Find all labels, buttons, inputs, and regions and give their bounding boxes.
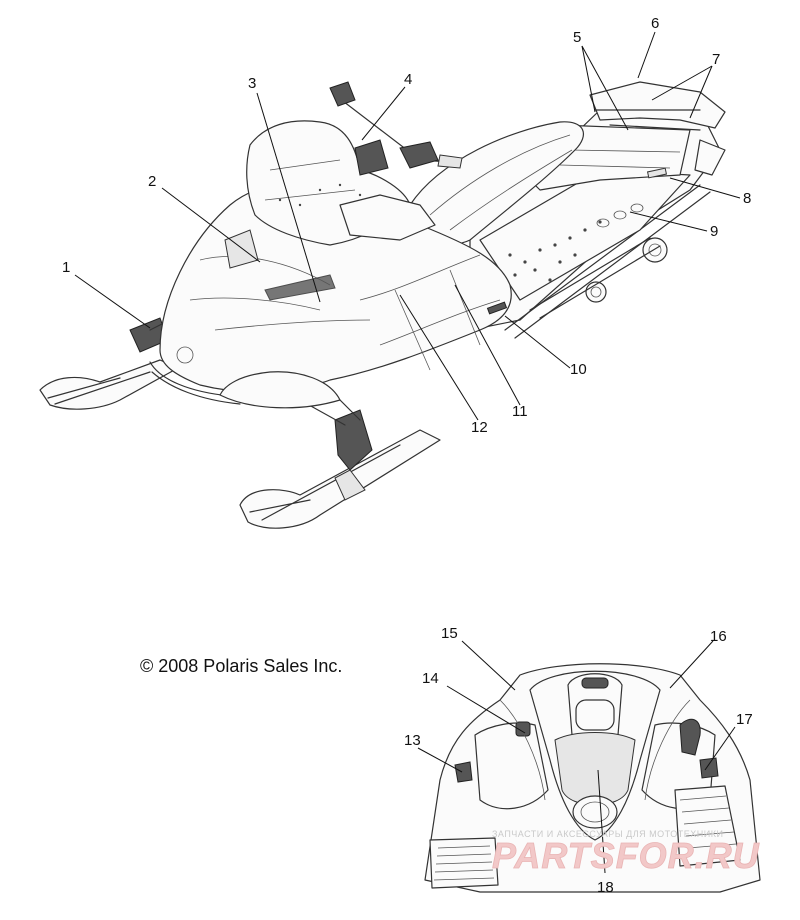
leader-lines — [74, 31, 741, 874]
callout-14: 14 — [422, 670, 439, 687]
callout-9: 9 — [710, 223, 718, 240]
callout-17: 17 — [736, 711, 753, 728]
callout-6: 6 — [651, 15, 659, 32]
copyright-notice: © 2008 Polaris Sales Inc. — [140, 656, 343, 676]
callout-10: 10 — [570, 361, 587, 378]
callout-4: 4 — [404, 71, 412, 88]
callout-3: 3 — [248, 75, 256, 92]
callout-2: 2 — [148, 173, 156, 190]
callout-labels: 1 2 3 4 5 6 7 8 9 10 11 12 13 14 15 16 1… — [62, 15, 753, 896]
callout-1: 1 — [62, 259, 70, 276]
watermark-tagline: ЗАПЧАСТИ И АКСЕССУАРЫ ДЛЯ МОТОТЕХНИКИ — [492, 829, 723, 839]
footrest-view-illustration — [424, 663, 761, 893]
callout-7: 7 — [712, 51, 720, 68]
callout-16: 16 — [710, 628, 727, 645]
callout-13: 13 — [404, 732, 421, 749]
callout-11: 11 — [512, 403, 528, 420]
watermark-brand: PARTSFOR.RU — [492, 835, 760, 876]
callout-8: 8 — [743, 190, 751, 207]
snowmobile-illustration — [39, 81, 726, 529]
callout-15: 15 — [441, 625, 458, 642]
callout-5: 5 — [573, 29, 581, 46]
watermark: ЗАПЧАСТИ И АКСЕССУАРЫ ДЛЯ МОТОТЕХНИКИ PA… — [492, 829, 760, 876]
callout-12: 12 — [471, 419, 488, 436]
callout-18: 18 — [597, 879, 614, 896]
